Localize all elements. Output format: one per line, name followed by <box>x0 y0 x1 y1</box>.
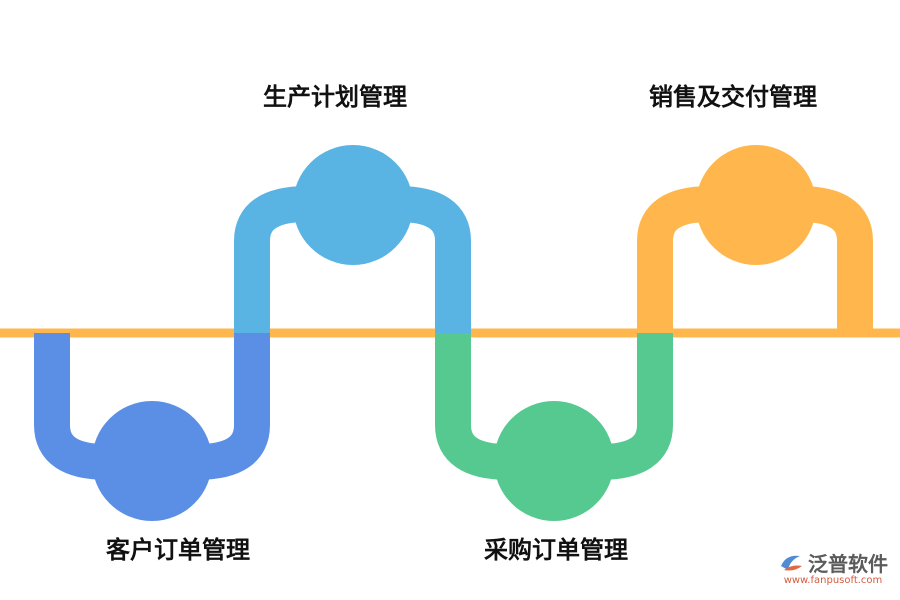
step-label-sales-delivery: 销售及交付管理 <box>649 83 817 111</box>
watermark-logo: 泛普软件 www.fanpusoft.com <box>778 548 888 586</box>
step-label-customer-order: 客户订单管理 <box>106 536 250 564</box>
watermark-url: www.fanpusoft.com <box>783 575 883 586</box>
watermark-name: 泛普软件 <box>808 552 888 576</box>
node-circle-production-plan <box>293 145 413 265</box>
step-label-production-plan: 生产计划管理 <box>263 83 407 111</box>
node-circle-sales-delivery <box>696 145 816 265</box>
logo-icon <box>781 555 802 570</box>
step-label-purchase-order: 采购订单管理 <box>484 536 628 564</box>
node-circle-customer-order <box>92 401 212 521</box>
node-circle-purchase-order <box>494 401 614 521</box>
